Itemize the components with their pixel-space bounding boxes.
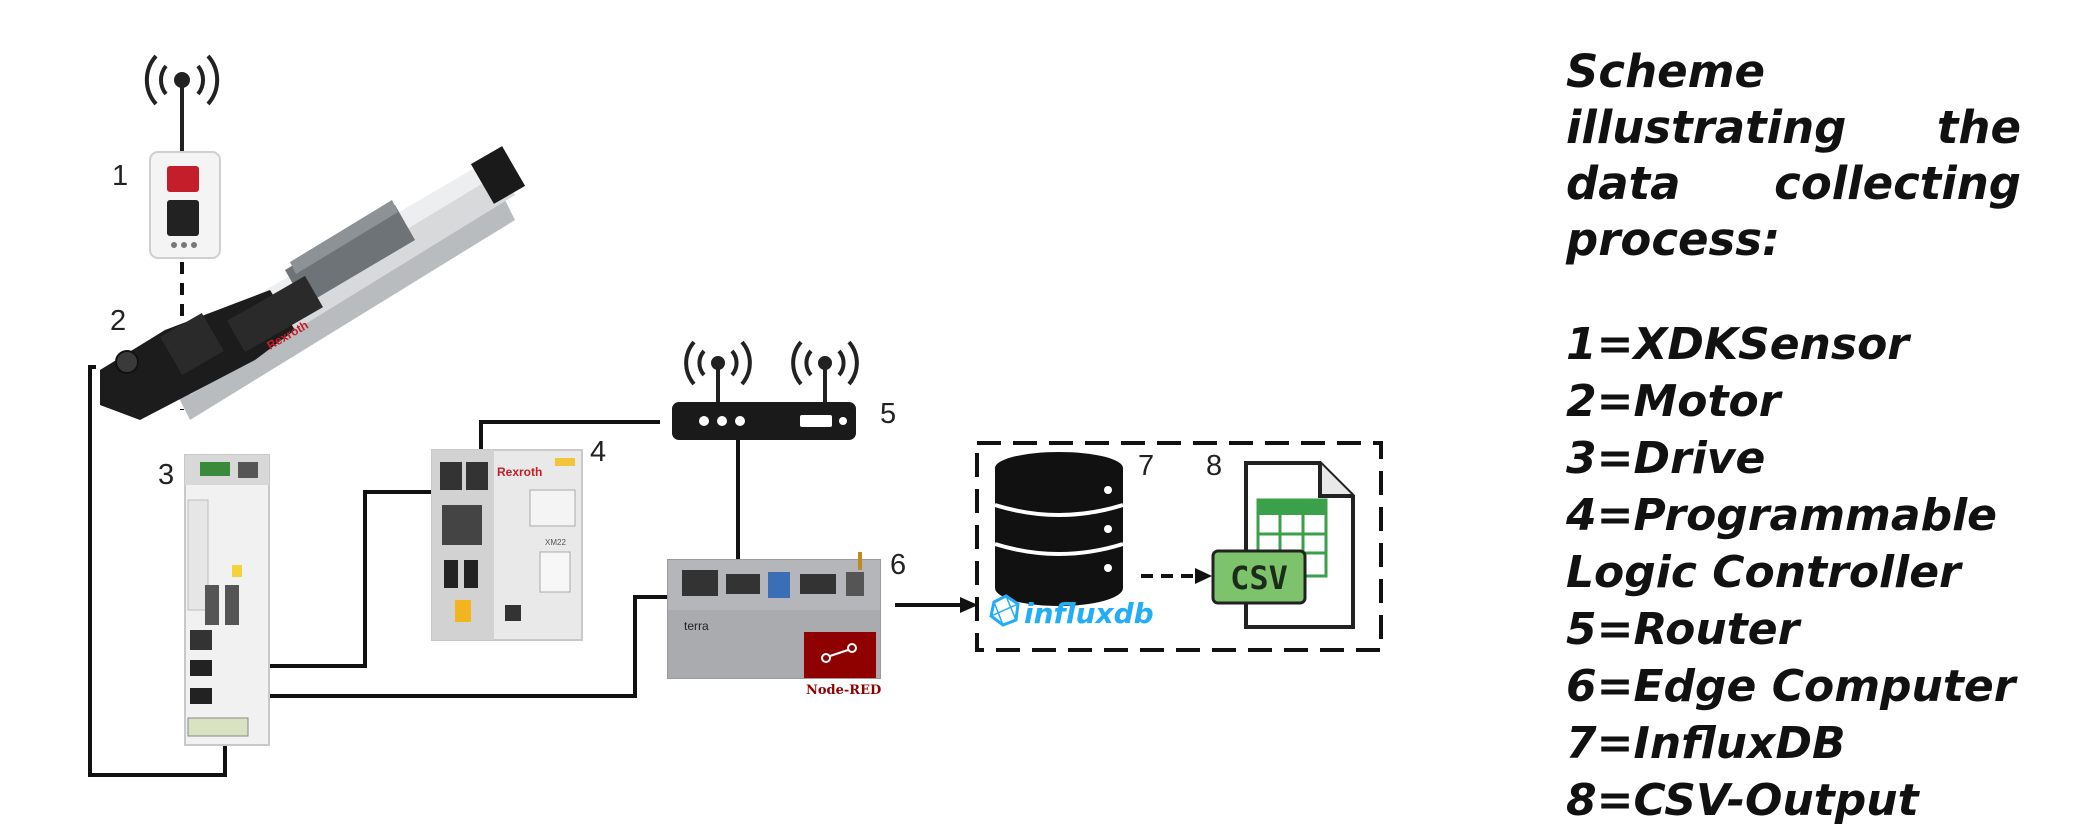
edge-to-influx-arrowhead: [960, 597, 978, 613]
legend-items: 1=XDKSensor 2=Motor 3=Drive 4=Programmab…: [1566, 316, 2036, 829]
router-left-antenna-icon: [684, 340, 752, 402]
legend-item-programmable: 4=Programmable: [1566, 490, 1997, 541]
legend-item-influxdb: 7=InfluxDB: [1566, 718, 1846, 769]
plc-brand: Rexroth: [497, 465, 542, 479]
database-icon: [994, 452, 1124, 606]
wireless-signal-icon: [144, 54, 220, 152]
label-7: 7: [1138, 450, 1154, 482]
xdk-sensor-device: [149, 151, 221, 259]
legend-item-xdk-sensor: 1=XDKSensor: [1566, 319, 1909, 370]
plc-model: XM22: [545, 538, 566, 547]
label-5: 5: [880, 398, 896, 430]
motor-to-drive-cable: [88, 365, 227, 777]
label-2: 2: [110, 305, 126, 337]
edge-computer-device: terra Node-RED: [667, 552, 881, 698]
label-8: 8: [1206, 450, 1222, 482]
router-device: [672, 402, 856, 440]
data-collection-scheme: 1 Rexroth 2 3: [88, 54, 1383, 777]
legend-item-drive: 3=Drive: [1566, 433, 1766, 484]
csv-badge-text: CSV: [1230, 559, 1288, 597]
edge-brand: terra: [684, 619, 709, 633]
storage-dashed-box: [975, 441, 1383, 652]
legend-item-edge-computer: 6=Edge Computer: [1566, 661, 2016, 712]
wiring: [88, 365, 960, 777]
node-red-label: Node-RED: [806, 683, 881, 698]
drive-to-edge-cable: [196, 595, 695, 698]
linear-actuator-motor: Rexroth: [100, 146, 526, 420]
label-3: 3: [158, 459, 174, 491]
influxdb-logo: influxdb: [989, 594, 1154, 630]
legend-item-router: 5=Router: [1566, 604, 1800, 655]
influxdb-wordmark: influxdb: [1024, 597, 1154, 630]
legend-item-motor: 2=Motor: [1566, 376, 1781, 427]
legend-panel: Scheme illustrating the data collecting …: [1566, 44, 2036, 829]
label-1: 1: [112, 160, 128, 192]
drive-to-plc-cable: [196, 490, 470, 668]
legend-item-csv-output: 8=CSV-Output: [1566, 775, 1919, 826]
plc-controller: Rexroth XM22: [431, 449, 583, 641]
plc-to-router-cable: [479, 420, 660, 462]
label-6: 6: [890, 549, 906, 581]
label-4: 4: [590, 436, 606, 468]
legend-title: Scheme illustrating the data collecting …: [1566, 45, 2021, 266]
router-right-antenna-icon: [791, 340, 859, 402]
influx-to-csv-arrowhead: [1195, 568, 1212, 584]
drive-unit: [184, 454, 270, 746]
csv-file-icon: CSV: [1211, 461, 1355, 629]
legend-item-logic-controller: Logic Controller: [1566, 547, 1961, 598]
